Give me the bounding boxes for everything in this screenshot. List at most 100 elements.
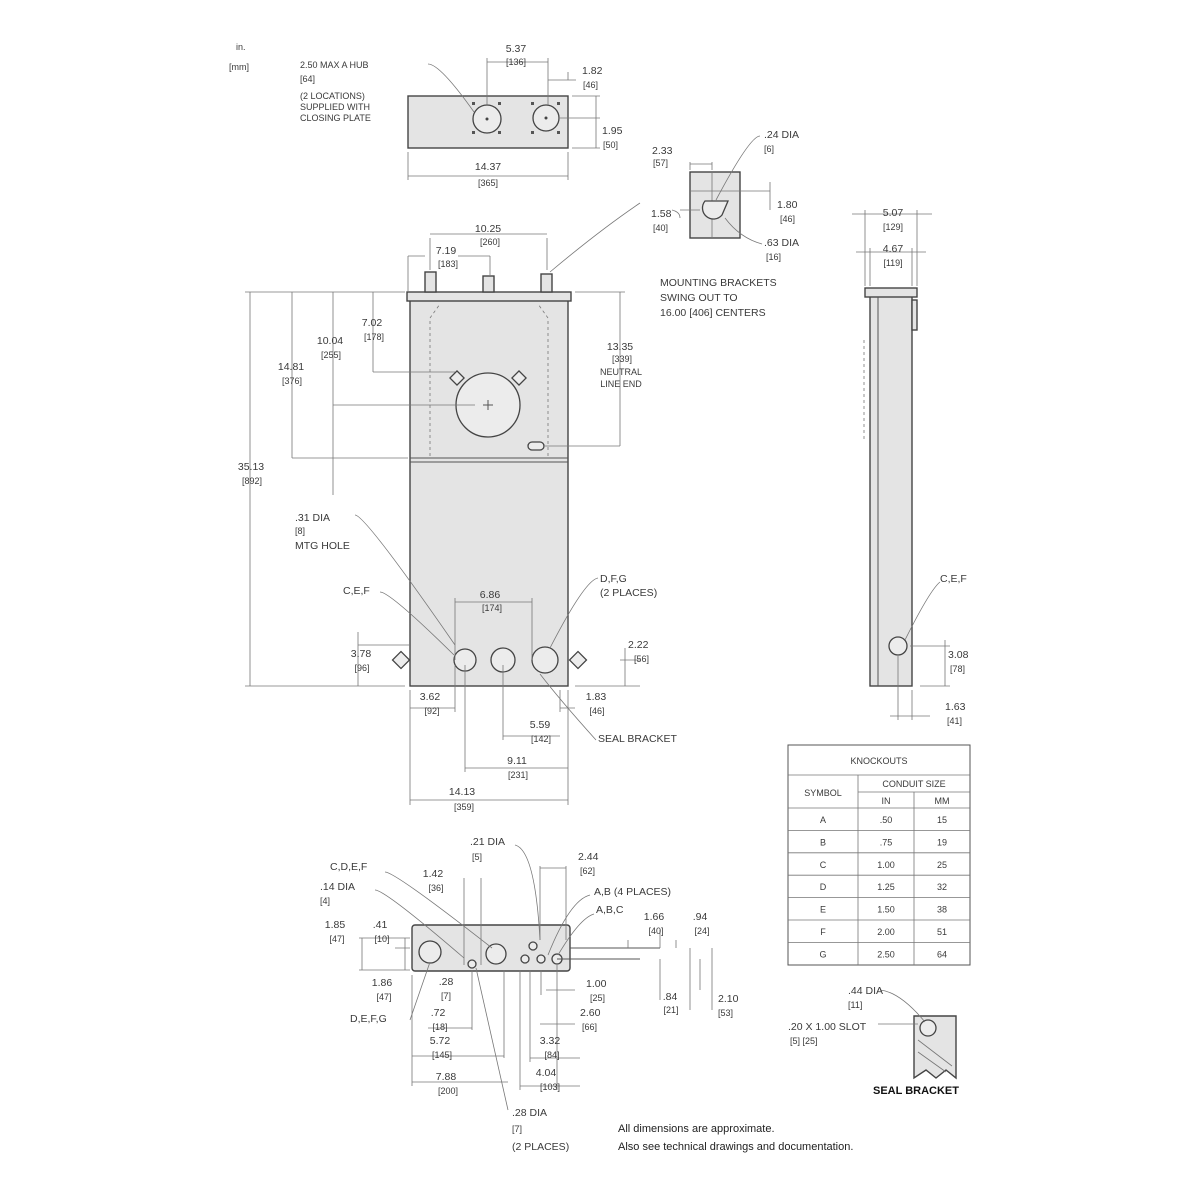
knockout-abc-label: A,B,C: [596, 904, 624, 916]
units-in: in.: [236, 42, 246, 52]
dim-4-67: 4.67: [883, 243, 904, 255]
dim-2-33-mm: [57]: [653, 158, 668, 168]
dim-2-60: 2.60: [580, 1007, 601, 1019]
dim-28-dia-places: (2 PLACES): [512, 1141, 569, 1153]
knockout-in-cell: 2.50: [877, 949, 895, 959]
footnote-see-docs: Also see technical drawings and document…: [618, 1141, 853, 1153]
dim-1-00: 1.00: [586, 978, 607, 990]
knockout-mm-cell: 15: [937, 815, 947, 825]
knockouts-table: KNOCKOUTS SYMBOL CONDUIT SIZE IN MM A.50…: [787, 744, 971, 966]
dim-3-08: 3.08: [948, 649, 969, 661]
dim-2-60-mm: [66]: [582, 1022, 597, 1032]
dim-7-88-mm: [200]: [438, 1086, 458, 1096]
knockout-in-cell: 1.25: [877, 882, 895, 892]
dim-1-58: 1.58: [651, 208, 672, 220]
dim-1-63-mm: [41]: [947, 716, 962, 726]
dim-2-10-mm: [53]: [718, 1008, 733, 1018]
knockout-in-cell: .50: [880, 815, 893, 825]
dim-10-04: 10.04: [317, 335, 343, 347]
dim-2-33: 2.33: [652, 145, 673, 157]
dim-1-86: 1.86: [372, 977, 393, 989]
dim-72-mm: [18]: [432, 1022, 447, 1032]
dim-2-10: 2.10: [718, 993, 739, 1005]
dim-9-11-mm: [231]: [508, 770, 528, 780]
seal-bracket-detail: .44 DIA [11] .20 X 1.00 SLOT [5] [25] SE…: [788, 985, 959, 1097]
seal-bracket-title: SEAL BRACKET: [873, 1085, 959, 1097]
dim-4-04: 4.04: [536, 1067, 557, 1079]
dim-44-dia-mm: [11]: [848, 1000, 862, 1010]
dim-1-66: 1.66: [644, 911, 665, 923]
side-knockout-cef: C,E,F: [940, 573, 967, 585]
dim-1-63: 1.63: [945, 701, 966, 713]
dim-5-72-mm: [145]: [432, 1050, 452, 1060]
dim-5-72: 5.72: [430, 1035, 451, 1047]
dim-2-22: 2.22: [628, 639, 649, 651]
dim-7-02: 7.02: [362, 317, 383, 329]
supplied-note: SUPPLIED WITH: [300, 102, 370, 112]
slot-dim-mm: [5] [25]: [790, 1036, 818, 1046]
dim-1-82-mm: [46]: [583, 80, 598, 90]
centers-note: 16.00 [406] CENTERS: [660, 307, 766, 319]
dim-84: .84: [663, 991, 678, 1003]
dim-1-42: 1.42: [423, 868, 444, 880]
dim-14-dia: .14 DIA: [320, 881, 355, 893]
dim-28: .28: [439, 976, 454, 988]
mounting-note: MOUNTING BRACKETS: [660, 277, 777, 289]
dim-1-95: 1.95: [602, 125, 623, 137]
knockout-defg-label: D,E,F,G: [350, 1013, 387, 1025]
dim-7-19-mm: [183]: [438, 259, 458, 269]
dim-1-42-mm: [36]: [428, 883, 443, 893]
dim-3-32-mm: [84]: [544, 1050, 559, 1060]
knockout-symbol-cell: B: [820, 837, 826, 847]
dim-2-44: 2.44: [578, 851, 599, 863]
top-view: 2.50 MAX A HUB [64] (2 LOCATIONS) SUPPLI…: [300, 43, 623, 188]
dim-24-dia-mm: [6]: [764, 144, 774, 154]
mtg-hole-dia: .31 DIA: [295, 512, 330, 524]
dim-14-37: 14.37: [475, 161, 501, 173]
dim-1-86-mm: [47]: [376, 992, 391, 1002]
dim-5-59: 5.59: [530, 719, 551, 731]
dim-41: .41: [373, 919, 388, 931]
front-view: 10.25 [260] 7.19 [183] 7.02 [178] 10.04 …: [238, 223, 678, 812]
conduit-size-header: CONDUIT SIZE: [882, 779, 945, 789]
dim-4-04-mm: [103]: [540, 1082, 560, 1092]
neutral-label: NEUTRAL: [600, 367, 642, 377]
dim-21-dia: .21 DIA: [470, 836, 505, 848]
dim-9-11: 9.11: [507, 755, 527, 767]
dim-28-mm: [7]: [441, 991, 451, 1001]
seal-bracket-callout: SEAL BRACKET: [598, 733, 678, 745]
knockout-dfg-places: (2 PLACES): [600, 587, 657, 599]
dim-1-82: 1.82: [582, 65, 603, 77]
knockout-cef-label: C,E,F: [343, 585, 370, 597]
knockout-symbol-cell: A: [820, 815, 826, 825]
dim-10-25: 10.25: [475, 223, 501, 235]
mm-header: MM: [935, 796, 950, 806]
bottom-view: C,D,E,F .14 DIA [4] 1.42 [36] .21 DIA [5…: [320, 836, 739, 1153]
dim-1-95-mm: [50]: [603, 140, 618, 150]
dim-10-04-mm: [255]: [321, 350, 341, 360]
knockout-mm-cell: 19: [937, 837, 947, 847]
knockout-ab-label: A,B (4 PLACES): [594, 886, 671, 898]
dim-1-83: 1.83: [586, 691, 607, 703]
dim-14-13-mm: [359]: [454, 802, 474, 812]
dim-21-dia-mm: [5]: [472, 852, 482, 862]
dim-2-44-mm: [62]: [580, 866, 595, 876]
dim-35-13-mm: [892]: [242, 476, 262, 486]
line-end-label: LINE END: [600, 379, 642, 389]
dim-14-dia-mm: [4]: [320, 896, 330, 906]
dim-7-19: 7.19: [436, 245, 457, 257]
dim-4-67-mm: [119]: [883, 258, 902, 268]
dim-84-mm: [21]: [663, 1005, 678, 1015]
knockout-mm-cell: 25: [937, 860, 947, 870]
dim-3-62: 3.62: [420, 691, 441, 703]
closing-plate-note: CLOSING PLATE: [300, 113, 371, 123]
dim-1-80-mm: [46]: [780, 214, 795, 224]
dim-3-78-mm: [96]: [354, 663, 369, 673]
mtg-hole-mm: [8]: [295, 526, 305, 536]
dim-1-80: 1.80: [777, 199, 798, 211]
dim-63-dia: .63 DIA: [764, 237, 799, 249]
